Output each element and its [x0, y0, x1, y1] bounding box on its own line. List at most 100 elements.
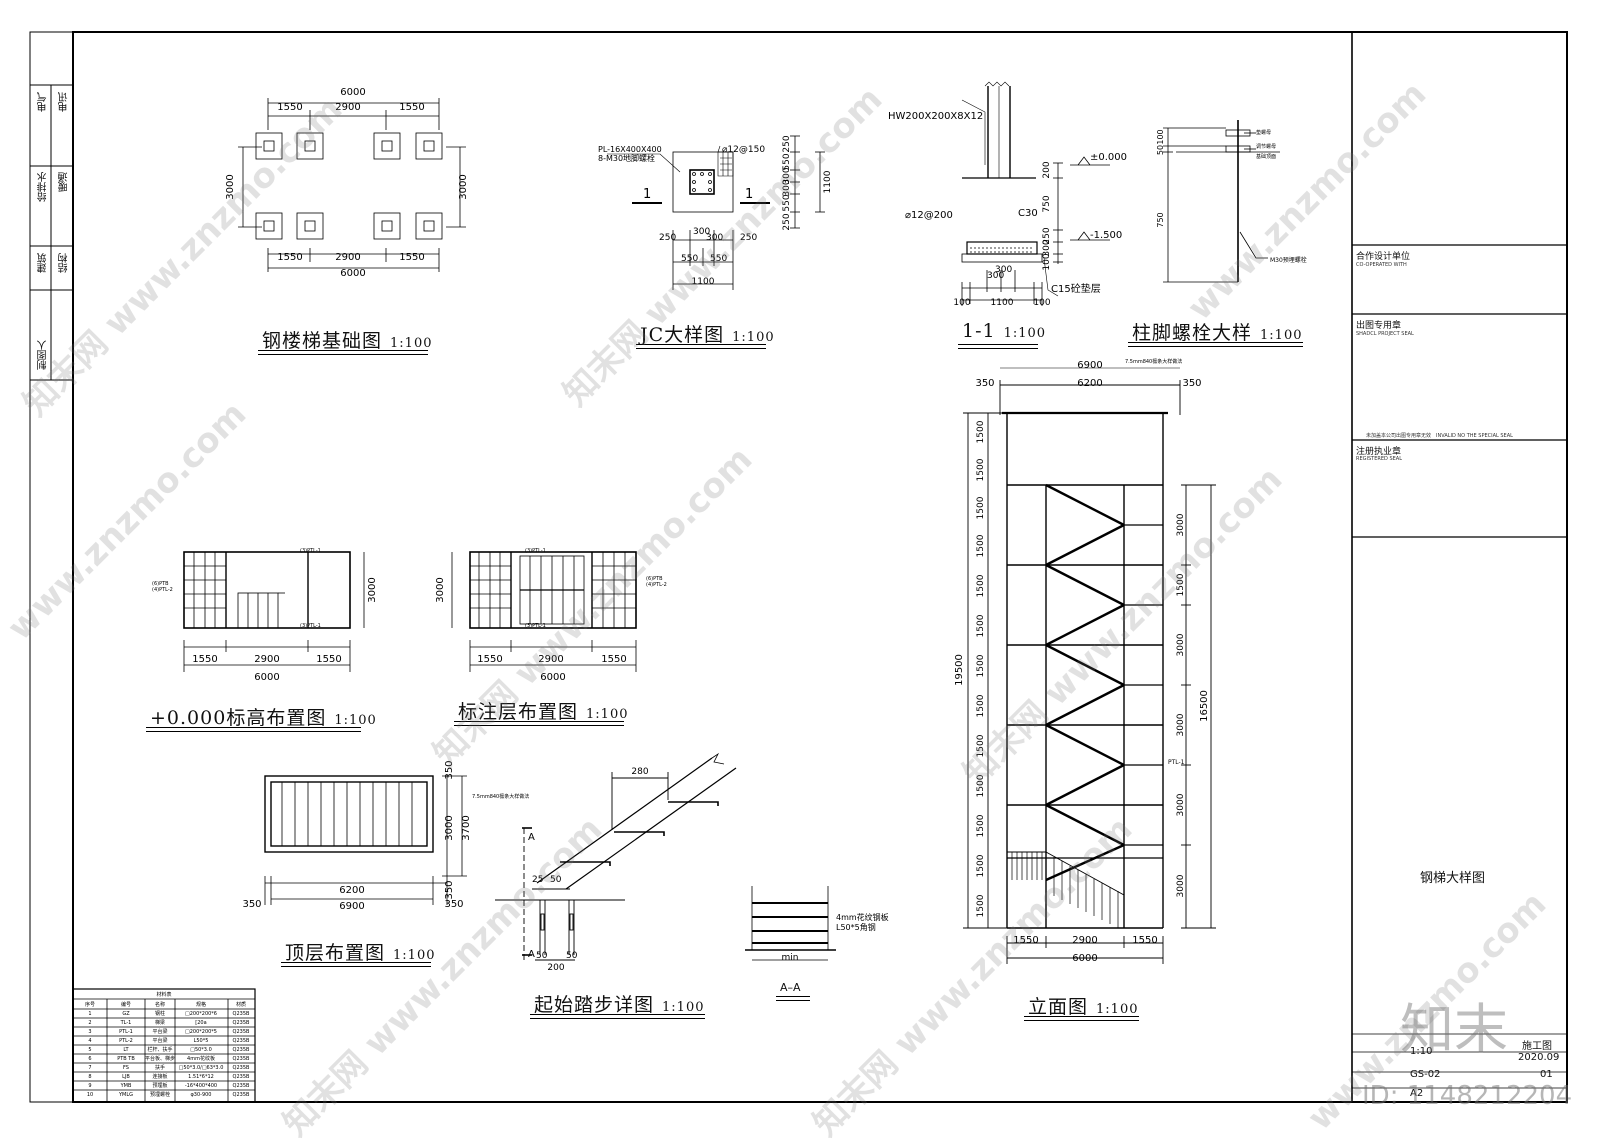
- materials-table-cell: Q235B: [233, 1092, 250, 1098]
- svg-text:3000: 3000: [1176, 513, 1186, 536]
- svg-text:(4)PTL-2: (4)PTL-2: [646, 582, 667, 588]
- svg-text:1500: 1500: [976, 496, 986, 519]
- materials-table-cell: 4mm花纹板: [187, 1055, 215, 1062]
- materials-table-cell: φ30-900: [190, 1092, 211, 1098]
- side-label-electrical: 电气: [38, 92, 49, 112]
- svg-text:1500: 1500: [976, 694, 986, 717]
- svg-text:A: A: [528, 832, 535, 843]
- svg-text:M30预埋螺栓: M30预埋螺栓: [1270, 256, 1307, 264]
- svg-text:350: 350: [242, 899, 261, 910]
- svg-text:100: 100: [953, 298, 970, 308]
- tb-scale: 1:10: [1410, 1046, 1433, 1057]
- svg-text:280: 280: [631, 767, 648, 777]
- svg-text:1550: 1550: [601, 654, 626, 665]
- svg-text:350: 350: [975, 378, 994, 389]
- tb-project-seal: 出图专用章: [1356, 321, 1402, 331]
- svg-text:550: 550: [681, 254, 698, 264]
- svg-text:基础顶面: 基础顶面: [1256, 153, 1276, 160]
- tb-sheet: 01: [1540, 1069, 1553, 1080]
- svg-text:1100: 1100: [692, 277, 715, 287]
- svg-text:1500: 1500: [976, 734, 986, 757]
- materials-table-cell: -16*400*400: [185, 1083, 217, 1089]
- materials-table-cell: 2: [88, 1020, 91, 1026]
- svg-text:⌀12@200: ⌀12@200: [905, 210, 953, 221]
- top-floor-plan: [264, 775, 467, 905]
- materials-table-cell: 平台梁: [152, 1028, 167, 1035]
- materials-table-cell: 平台板、梯步: [145, 1055, 175, 1062]
- svg-text:300: 300: [782, 179, 792, 196]
- svg-text:2900: 2900: [335, 102, 360, 113]
- svg-text:1500: 1500: [976, 654, 986, 677]
- foundation-plan: [238, 98, 466, 272]
- title-underline: [1128, 342, 1303, 347]
- svg-text:编号: 编号: [121, 1001, 131, 1008]
- svg-text:1: 1: [745, 187, 753, 202]
- materials-table-cell: Q235B: [233, 1029, 250, 1035]
- materials-table-cell: PTL-2: [119, 1038, 133, 1044]
- materials-table-cell: LT: [123, 1047, 129, 1053]
- tb-registered-seal-en: REGISTERED SEAL: [1356, 456, 1402, 462]
- materials-table-text: 材料表 序号 编号 名称 规格 材质: [85, 991, 246, 1008]
- materials-table-cell: 预埋螺栓: [150, 1091, 170, 1098]
- svg-text:1500: 1500: [976, 574, 986, 597]
- svg-text:PL-16X400X400: PL-16X400X400: [598, 145, 662, 154]
- svg-text:300: 300: [987, 271, 1004, 281]
- svg-text:3700: 3700: [461, 815, 472, 840]
- svg-text:2900: 2900: [538, 654, 563, 665]
- svg-text:6200: 6200: [339, 885, 364, 896]
- svg-text:7.5mm840檩条大样做法: 7.5mm840檩条大样做法: [472, 793, 529, 800]
- tb-project-seal-en: SHADCL PROJECT SEAL: [1356, 331, 1414, 337]
- anchor-bolt-detail: [1163, 120, 1280, 283]
- svg-text:25: 25: [532, 875, 543, 885]
- section-a-a: [745, 886, 836, 961]
- materials-table-cell: LJB: [122, 1074, 130, 1080]
- svg-text:1500: 1500: [976, 534, 986, 557]
- watermark-logo: 知末: [1400, 998, 1508, 1061]
- svg-text:6000: 6000: [340, 268, 365, 279]
- svg-text:50: 50: [566, 951, 578, 961]
- materials-table-cell: Q235B: [233, 1065, 250, 1071]
- svg-text:规格: 规格: [196, 1001, 206, 1008]
- inner-frame: [72, 31, 1568, 1103]
- materials-table-cell: Q235B: [233, 1011, 250, 1017]
- svg-text:1500: 1500: [976, 894, 986, 917]
- svg-text:6000: 6000: [254, 672, 279, 683]
- svg-text:名称: 名称: [155, 1001, 165, 1008]
- svg-text:300: 300: [706, 233, 723, 243]
- materials-table-cell: Q235B: [233, 1020, 250, 1026]
- svg-text:6200: 6200: [1077, 378, 1102, 389]
- title-underline: [776, 996, 810, 1001]
- svg-text:16500: 16500: [1199, 690, 1210, 722]
- svg-text:300: 300: [782, 167, 792, 184]
- materials-table-cell: L50*5: [194, 1038, 209, 1044]
- materials-table-cell: □200*200*5: [185, 1029, 217, 1035]
- svg-text:C15砼垫层: C15砼垫层: [1051, 282, 1101, 295]
- svg-text:100: 100: [1033, 298, 1050, 308]
- materials-table-cell: FS: [123, 1065, 129, 1071]
- jc-detail: [607, 135, 825, 290]
- svg-text:7.5mm840檩条大样做法: 7.5mm840檩条大样做法: [1125, 358, 1182, 365]
- svg-text:550: 550: [782, 194, 792, 211]
- svg-text:750: 750: [1042, 195, 1052, 212]
- svg-text:350: 350: [1182, 378, 1201, 389]
- svg-text:(3)PTL-1: (3)PTL-1: [525, 623, 546, 629]
- svg-text:6900: 6900: [339, 901, 364, 912]
- svg-text:1550: 1550: [192, 654, 217, 665]
- svg-text:300: 300: [1042, 239, 1052, 256]
- svg-text:(3)PTL-1: (3)PTL-1: [300, 623, 321, 629]
- svg-text:1: 1: [643, 187, 651, 202]
- svg-text:3000: 3000: [367, 577, 378, 602]
- svg-text:1550: 1550: [399, 252, 424, 263]
- title-section-a-a: A–A: [780, 981, 801, 994]
- svg-text:6000: 6000: [1072, 953, 1097, 964]
- side-label-architecture: 建筑: [38, 253, 49, 273]
- svg-text:8-M30地脚螺栓: 8-M30地脚螺栓: [598, 153, 655, 163]
- materials-table-cell: 7: [88, 1065, 91, 1071]
